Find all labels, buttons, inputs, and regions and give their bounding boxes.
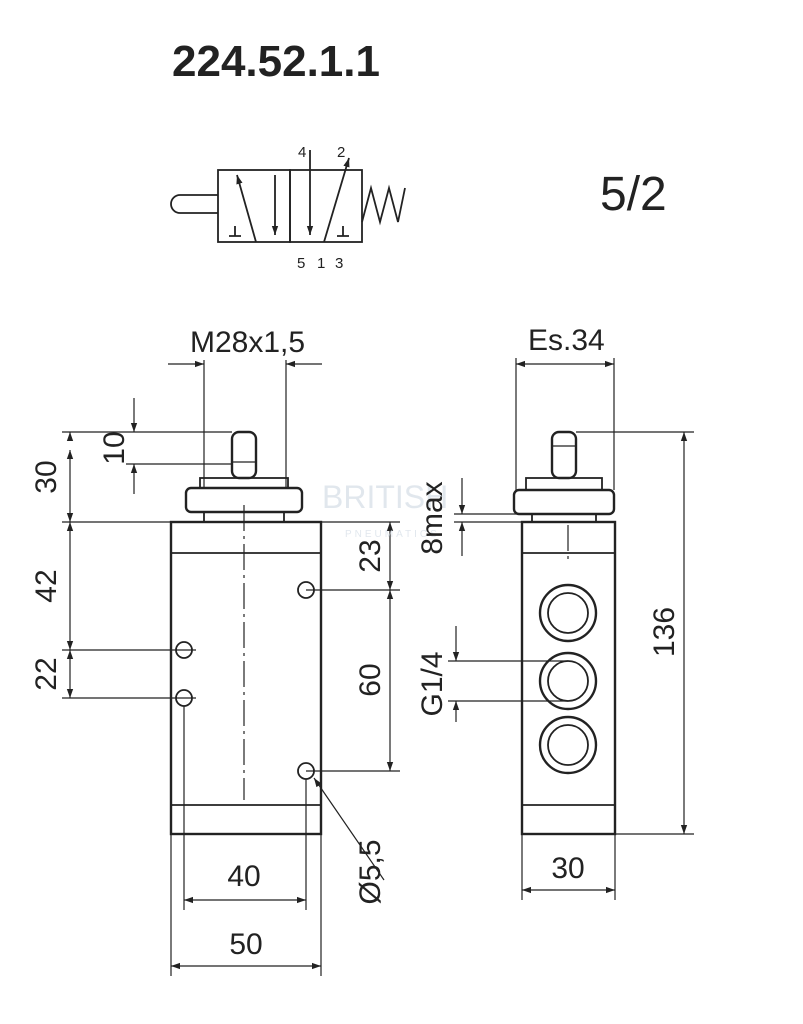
valve-function: 5/2 xyxy=(600,168,667,221)
dim-overall-length: 136 xyxy=(648,607,681,657)
dim-body-to-hole: 42 xyxy=(30,569,63,602)
port-label-4: 4 xyxy=(298,144,306,161)
port-label-1: 1 xyxy=(317,255,325,272)
thread-collar-side xyxy=(525,477,603,491)
dim-hole-center-distance: 40 xyxy=(227,860,260,893)
svg-text:PNEUMATICS: PNEUMATICS xyxy=(345,529,440,540)
front-view xyxy=(169,430,323,836)
dim-thread: M28x1,5 xyxy=(190,326,305,359)
dim-port-thread: G1/4 xyxy=(416,651,449,716)
dim-right-hole-spacing: 60 xyxy=(354,663,387,696)
dim-top-height: 30 xyxy=(30,460,63,493)
port-lower xyxy=(538,715,598,775)
port-label-5: 5 xyxy=(297,255,305,272)
svg-text:BRITISH: BRITISH xyxy=(322,479,448,515)
push-button-actuator xyxy=(170,194,218,214)
dim-hole-spacing: 22 xyxy=(30,657,63,690)
thread-collar xyxy=(199,477,289,489)
dim-side-width: 30 xyxy=(551,852,584,885)
dim-hole-diameter: Ø5,5 xyxy=(354,839,387,904)
watermark: BRITISH PNEUMATICS xyxy=(322,479,448,540)
symbol-box-right xyxy=(289,169,363,243)
dim-max-stroke: 8max xyxy=(416,481,449,554)
port-upper xyxy=(538,583,598,643)
side-view xyxy=(512,430,617,836)
valve-body xyxy=(169,520,323,836)
dim-top-to-hole: 23 xyxy=(354,539,387,572)
valve-symbol: 4 2 5 1 3 xyxy=(170,144,406,272)
dim-body-width: 50 xyxy=(229,928,262,961)
model-number: 224.52.1.1 xyxy=(172,37,380,86)
plunger-side xyxy=(550,430,578,480)
plunger xyxy=(230,430,258,480)
port-label-3: 3 xyxy=(335,255,343,272)
side-dimensions: Es.34 8max G1/4 136 30 xyxy=(416,324,694,900)
dim-stem: 10 xyxy=(98,431,131,464)
dim-wrench: Es.34 xyxy=(528,324,605,357)
return-spring xyxy=(361,184,406,226)
symbol-box-left xyxy=(217,169,291,243)
front-dimensions: M28x1,5 10 30 42 22 23 60 Ø5,5 xyxy=(30,326,400,976)
port-label-2: 2 xyxy=(337,144,345,161)
valve-body-side xyxy=(520,520,617,836)
lock-nut-side xyxy=(512,488,616,516)
port-middle xyxy=(538,651,598,711)
